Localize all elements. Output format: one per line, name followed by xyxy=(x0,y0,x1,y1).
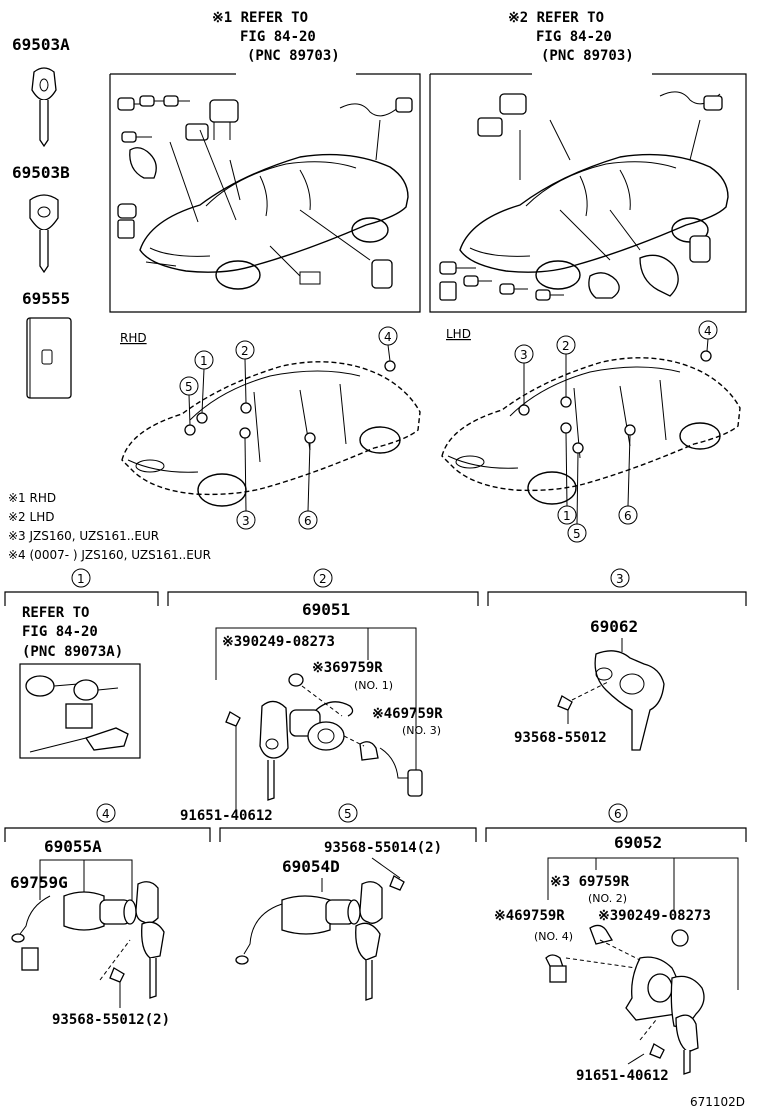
section-2: 2 69051 ※390249-08273 ※369759R (NO. 1) ※… xyxy=(167,568,479,824)
svg-text:(NO. 3): (NO. 3) xyxy=(402,724,441,737)
key-plate-69555[interactable]: 69555 xyxy=(22,289,72,399)
section-5: 5 93568-55014(2) 69054D xyxy=(219,803,477,1001)
part-number: 69503A xyxy=(12,35,70,54)
svg-text:4: 4 xyxy=(384,330,392,344)
svg-text:RHD: RHD xyxy=(120,331,147,345)
svg-text:69052: 69052 xyxy=(614,833,662,852)
svg-text:2: 2 xyxy=(562,339,570,353)
lhd-reference-frame xyxy=(429,73,747,313)
section-3: 3 69062 93568-55012 xyxy=(487,568,747,751)
rhd-reference-frame xyxy=(109,73,421,313)
svg-text:※2 REFER TO: ※2 REFER TO xyxy=(508,10,604,26)
svg-text:6: 6 xyxy=(614,807,622,821)
door-lock-cylinder-small xyxy=(117,95,413,289)
svg-text:※2 LHD: ※2 LHD xyxy=(8,510,54,524)
svg-text:LHD: LHD xyxy=(446,327,471,341)
svg-text:69062: 69062 xyxy=(590,617,638,636)
rhd-location-view: RHD 1 2 3 4 5 6 xyxy=(120,326,421,530)
svg-text:※390249-08273: ※390249-08273 xyxy=(222,634,335,650)
svg-text:5: 5 xyxy=(185,380,193,394)
svg-text:93568-55012: 93568-55012 xyxy=(514,730,607,746)
svg-text:93568-55014(2): 93568-55014(2) xyxy=(324,840,442,856)
section-6: 6 69052 ※3 69759R (NO. 2) ※469759R (NO. … xyxy=(485,803,747,1084)
svg-text:2: 2 xyxy=(319,572,327,586)
glove-box-lock-cylinder[interactable] xyxy=(557,650,665,751)
svg-text:※469759R: ※469759R xyxy=(494,908,565,924)
svg-text:1: 1 xyxy=(563,509,571,523)
svg-text:(PNC 89073A): (PNC 89073A) xyxy=(22,644,123,660)
location-callouts: 1 2 3 4 5 6 xyxy=(514,320,718,543)
svg-text:4: 4 xyxy=(704,324,712,338)
svg-text:5: 5 xyxy=(344,807,352,821)
footnotes: ※1 RHD ※2 LHD ※3 JZS160, UZS161..EUR ※4 … xyxy=(8,491,211,562)
svg-text:※3 69759R: ※3 69759R xyxy=(550,874,630,890)
svg-text:5: 5 xyxy=(573,527,581,541)
svg-text:1: 1 xyxy=(77,572,85,586)
svg-text:69759G: 69759G xyxy=(10,873,68,892)
svg-text:69054D: 69054D xyxy=(282,857,340,876)
svg-text:(PNC 89703): (PNC 89703) xyxy=(541,48,634,64)
key-69503a[interactable]: 69503A xyxy=(12,35,70,148)
trunk-lock-cylinder[interactable] xyxy=(11,881,165,1008)
svg-text:3: 3 xyxy=(242,514,250,528)
section-4: 4 69055A 69759G 93568-55012(2) xyxy=(4,803,211,1028)
svg-text:FIG 84-20: FIG 84-20 xyxy=(240,29,316,45)
svg-text:(PNC 89703): (PNC 89703) xyxy=(247,48,340,64)
svg-text:6: 6 xyxy=(624,509,632,523)
part-number: 69503B xyxy=(12,163,70,182)
svg-text:91651-40612: 91651-40612 xyxy=(576,1068,669,1084)
svg-text:(NO. 4): (NO. 4) xyxy=(534,930,573,943)
location-callouts: 1 2 3 4 5 6 xyxy=(179,326,398,530)
svg-text:69051: 69051 xyxy=(302,600,350,619)
svg-text:※390249-08273: ※390249-08273 xyxy=(598,908,711,924)
svg-text:91651-40612: 91651-40612 xyxy=(180,808,273,824)
svg-text:69055A: 69055A xyxy=(44,837,102,856)
key-69503b[interactable]: 69503B xyxy=(12,163,70,274)
svg-text:4: 4 xyxy=(102,807,110,821)
svg-text:FIG 84-20: FIG 84-20 xyxy=(536,29,612,45)
door-lock-cylinder-small xyxy=(439,91,723,301)
svg-text:※3 JZS160, UZS161..EUR: ※3 JZS160, UZS161..EUR xyxy=(8,529,159,543)
svg-text:1: 1 xyxy=(200,354,208,368)
part-number: 69555 xyxy=(22,289,70,308)
svg-text:3: 3 xyxy=(520,348,528,362)
svg-text:REFER TO: REFER TO xyxy=(22,605,89,621)
luggage-compartment-lock-cylinder[interactable] xyxy=(235,875,405,1001)
reference-note-rhd: ※1 REFER TO FIG 84-20 (PNC 89703) xyxy=(212,10,340,64)
svg-text:3: 3 xyxy=(616,572,624,586)
section-1: 1 REFER TO FIG 84-20 (PNC 89073A) xyxy=(4,568,159,759)
lhd-location-view: LHD 1 2 3 4 5 6 xyxy=(441,320,741,543)
svg-text:93568-55012(2): 93568-55012(2) xyxy=(52,1012,170,1028)
svg-text:(NO. 2): (NO. 2) xyxy=(588,892,627,905)
svg-text:2: 2 xyxy=(241,344,249,358)
svg-text:※4 (0007- ) JZS160, UZS161: ※4 (0007- ) JZS160, UZS161..EUR xyxy=(8,548,211,562)
svg-text:※1 RHD: ※1 RHD xyxy=(8,491,56,505)
door-lock-cylinder-assembly[interactable] xyxy=(225,673,423,812)
door-lock-cylinder-assembly[interactable] xyxy=(545,924,705,1075)
svg-text:※369759R: ※369759R xyxy=(312,660,383,676)
svg-text:FIG 84-20: FIG 84-20 xyxy=(22,624,98,640)
figure-id: 671102D xyxy=(690,1095,745,1109)
svg-text:6: 6 xyxy=(304,514,312,528)
svg-text:※469759R: ※469759R xyxy=(372,706,443,722)
reference-note-lhd: ※2 REFER TO FIG 84-20 (PNC 89703) xyxy=(508,10,634,64)
svg-text:(NO. 1): (NO. 1) xyxy=(354,679,393,692)
svg-text:※1 REFER TO: ※1 REFER TO xyxy=(212,10,308,26)
